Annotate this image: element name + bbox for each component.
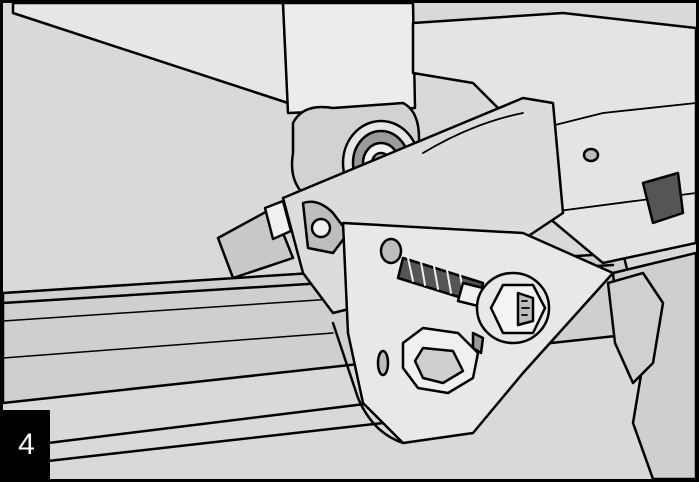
step-number-badge: 4 bbox=[3, 410, 50, 479]
side-bolt bbox=[263, 199, 293, 241]
side-hanger bbox=[606, 271, 665, 385]
bolt-head bbox=[475, 271, 551, 345]
lower-nut bbox=[401, 326, 485, 395]
suspension-bolt-illustration bbox=[3, 3, 696, 479]
